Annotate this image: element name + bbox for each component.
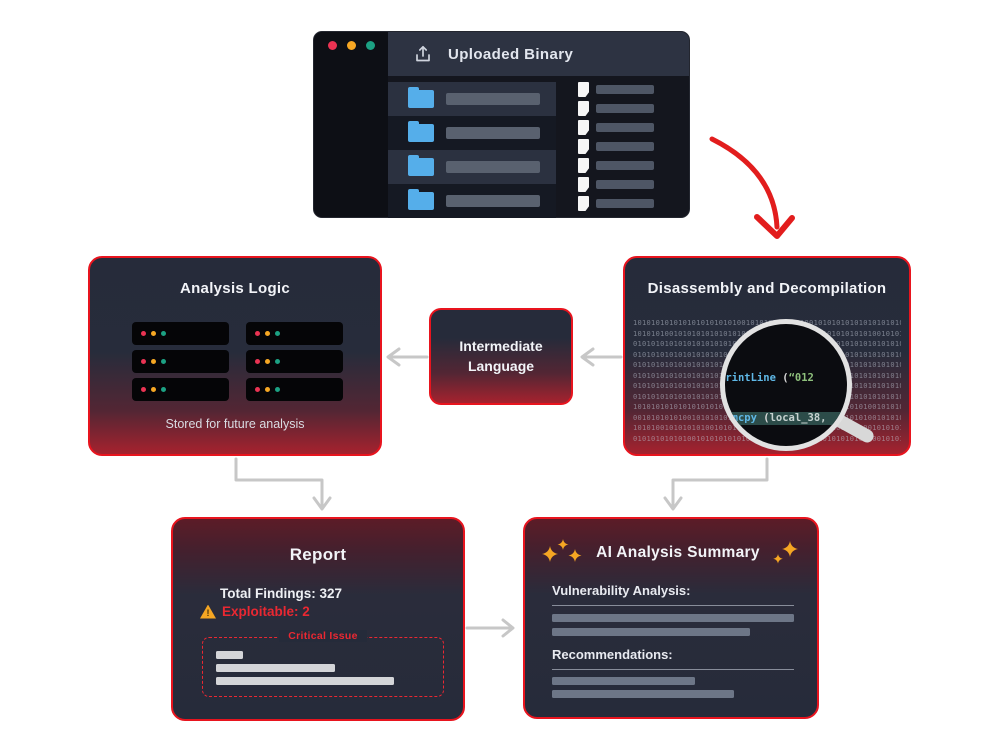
divider bbox=[552, 605, 794, 606]
analysis-logic-box: Analysis Logic Stored for future analysi… bbox=[88, 256, 382, 456]
server-icon bbox=[132, 350, 229, 373]
ai-summary-box: AI Analysis Summary Vulnerability Analys… bbox=[523, 517, 819, 719]
magnifying-glass-icon: printLine (“012 memcpy (local_38, local_… bbox=[720, 319, 852, 451]
file-name-placeholder bbox=[596, 85, 654, 94]
window-titlebar: Uploaded Binary bbox=[388, 32, 689, 76]
file-icon bbox=[578, 120, 589, 135]
file-row bbox=[562, 99, 686, 118]
ai-summary-title-row: AI Analysis Summary bbox=[525, 539, 817, 566]
ai-summary-title: AI Analysis Summary bbox=[596, 543, 760, 561]
summary-text-placeholder bbox=[552, 628, 750, 636]
file-row bbox=[562, 194, 686, 213]
file-icon bbox=[578, 158, 589, 173]
analysis-to-report-arrow bbox=[234, 457, 332, 511]
folder-icon bbox=[408, 155, 434, 176]
file-list bbox=[562, 80, 686, 213]
file-icon bbox=[578, 196, 589, 211]
summary-text-placeholder bbox=[552, 677, 695, 685]
folder-name-placeholder bbox=[446, 161, 540, 173]
minimize-icon bbox=[347, 41, 356, 50]
sparkles-icon bbox=[542, 539, 582, 562]
upload-icon bbox=[416, 45, 430, 62]
report-title: Report bbox=[289, 545, 347, 564]
disassembly-to-ai-arrow bbox=[663, 457, 769, 511]
file-name-placeholder bbox=[596, 199, 654, 208]
disassembly-to-intermediate-arrow bbox=[580, 347, 623, 367]
uploaded-binary-window: Uploaded Binary bbox=[313, 31, 690, 218]
file-row bbox=[562, 137, 686, 156]
folder-row bbox=[388, 82, 556, 116]
file-icon bbox=[578, 177, 589, 192]
server-icon bbox=[246, 378, 343, 401]
exploitable-count: Exploitable: 2 bbox=[222, 604, 310, 619]
sparkle-icon bbox=[773, 540, 798, 564]
decompiled-code: printLine (“012 memcpy (local_38, local_… bbox=[725, 346, 847, 446]
file-name-placeholder bbox=[596, 104, 654, 113]
folder-list bbox=[388, 82, 556, 218]
file-row bbox=[562, 80, 686, 99]
folder-row bbox=[388, 184, 556, 218]
intermediate-to-analysis-arrow bbox=[386, 347, 429, 367]
upload-to-disassembly-arrow bbox=[709, 136, 795, 239]
window-title: Uploaded Binary bbox=[448, 45, 574, 63]
close-icon bbox=[328, 41, 337, 50]
folder-icon bbox=[408, 189, 434, 210]
summary-text-placeholder bbox=[552, 690, 734, 698]
server-icon bbox=[132, 322, 229, 345]
traffic-lights bbox=[328, 41, 375, 50]
file-icon bbox=[578, 82, 589, 97]
file-icon bbox=[578, 101, 589, 116]
analysis-logic-title: Analysis Logic bbox=[179, 280, 291, 297]
file-name-placeholder bbox=[596, 123, 654, 132]
window-sidebar bbox=[314, 32, 388, 217]
vulnerability-analysis-label: Vulnerability Analysis: bbox=[552, 583, 691, 598]
recommendations-label: Recommendations: bbox=[552, 647, 673, 662]
disassembly-box: Disassembly and Decompilation 1010101010… bbox=[623, 256, 911, 456]
finding-placeholder bbox=[216, 664, 335, 672]
file-row bbox=[562, 156, 686, 175]
server-icon bbox=[246, 350, 343, 373]
intermediate-language-box: Intermediate Language bbox=[429, 308, 573, 405]
critical-issue-box: Critical Issue bbox=[202, 630, 444, 697]
maximize-icon bbox=[366, 41, 375, 50]
file-name-placeholder bbox=[596, 142, 654, 151]
total-findings: Total Findings: 327 bbox=[220, 586, 343, 601]
finding-placeholder bbox=[216, 651, 243, 659]
server-icon bbox=[246, 322, 343, 345]
folder-row bbox=[388, 150, 556, 184]
folder-icon bbox=[408, 87, 434, 108]
disassembly-title: Disassembly and Decompilation bbox=[647, 280, 887, 297]
file-name-placeholder bbox=[596, 161, 654, 170]
warning-icon: ! bbox=[200, 604, 216, 619]
divider bbox=[552, 669, 794, 670]
summary-text-placeholder bbox=[552, 614, 794, 622]
intermediate-language-title: Intermediate Language bbox=[459, 337, 543, 374]
folder-name-placeholder bbox=[446, 195, 540, 207]
file-icon bbox=[578, 139, 589, 154]
folder-row bbox=[388, 116, 556, 150]
folder-name-placeholder bbox=[446, 93, 540, 105]
folder-icon bbox=[408, 121, 434, 142]
server-icon bbox=[132, 378, 229, 401]
folder-name-placeholder bbox=[446, 127, 540, 139]
exploitable-row: ! Exploitable: 2 bbox=[200, 604, 310, 619]
finding-placeholder bbox=[216, 677, 394, 685]
report-box: Report Total Findings: 327 ! Exploitable… bbox=[171, 517, 465, 721]
file-row bbox=[562, 118, 686, 137]
critical-issue-label: Critical Issue bbox=[279, 630, 367, 642]
analysis-logic-caption: Stored for future analysis bbox=[165, 417, 305, 431]
file-name-placeholder bbox=[596, 180, 654, 189]
file-row bbox=[562, 175, 686, 194]
report-to-ai-arrow bbox=[465, 618, 515, 638]
